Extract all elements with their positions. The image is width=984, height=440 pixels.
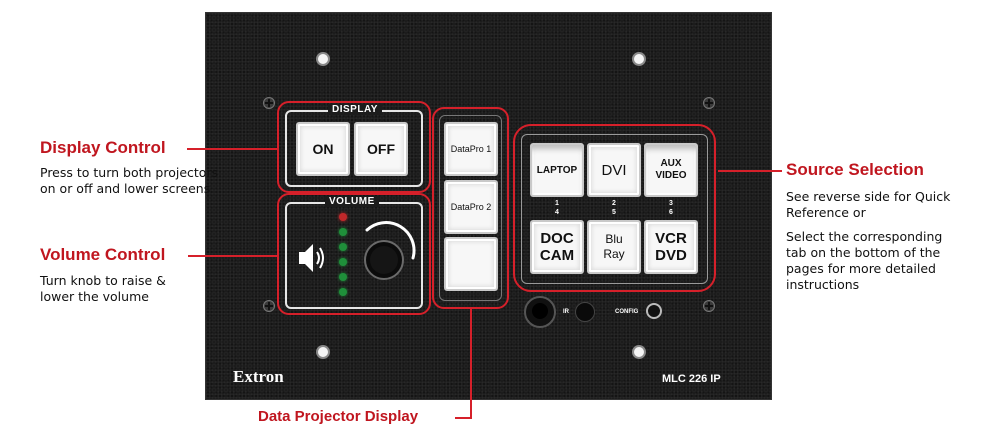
ir-sensor-icon xyxy=(532,303,548,319)
source-selection-highlight xyxy=(513,124,716,292)
source-number-4: 4 xyxy=(555,209,559,216)
mounting-hole xyxy=(632,345,646,359)
source-number-2: 2 xyxy=(612,200,616,207)
display-control-leader-line xyxy=(187,148,277,150)
source-selection-text-2: Select the corresponding tab on the bott… xyxy=(786,229,943,292)
source-dvi-button[interactable]: DVI xyxy=(587,143,641,197)
volume-led-green xyxy=(339,273,347,281)
model-label: MLC 226 IP xyxy=(662,373,721,385)
volume-led-meter xyxy=(339,213,349,303)
data-projector-display-title: Data Projector Display xyxy=(258,408,419,425)
volume-led-green xyxy=(339,288,347,296)
control-panel-faceplate: DISPLAY ON OFF VOLUME DataPro 1 DataPro … xyxy=(205,12,772,400)
mounting-hole xyxy=(316,345,330,359)
screw-icon xyxy=(703,97,715,109)
volume-control-title: Volume Control xyxy=(40,245,166,264)
ir-window xyxy=(575,302,595,322)
volume-led-green xyxy=(339,243,347,251)
display-off-button[interactable]: OFF xyxy=(354,122,408,176)
source-laptop-button[interactable]: LAPTOP xyxy=(530,143,584,197)
source-doc-cam-button[interactable]: DOC CAM xyxy=(530,220,584,274)
config-label: CONFIG xyxy=(615,309,639,315)
volume-led-red xyxy=(339,213,347,221)
screw-icon xyxy=(263,97,275,109)
speaker-icon xyxy=(299,244,324,272)
display-group-title: DISPLAY xyxy=(328,104,382,115)
source-number-1: 1 xyxy=(555,200,559,207)
volume-led-green xyxy=(339,228,347,236)
datapro-frame xyxy=(439,115,502,301)
source-selection-leader-line xyxy=(718,170,782,172)
volume-group-title: VOLUME xyxy=(325,196,379,207)
data-projector-display-highlight xyxy=(432,107,509,309)
screw-icon xyxy=(703,300,715,312)
screw-icon xyxy=(263,300,275,312)
source-selection-title: Source Selection xyxy=(786,160,924,179)
volume-knob[interactable] xyxy=(357,220,419,286)
source-vcr-dvd-button[interactable]: VCR DVD xyxy=(644,220,698,274)
datapro-2-button[interactable]: DataPro 2 xyxy=(444,180,498,234)
data-projector-leader-line xyxy=(470,309,472,419)
source-blu-ray-button[interactable]: Blu Ray xyxy=(587,220,641,274)
mounting-hole xyxy=(632,52,646,66)
volume-control-leader-line xyxy=(188,255,278,257)
source-selection-text-1: See reverse side for Quick Reference or xyxy=(786,189,951,220)
volume-control-text: Turn knob to raise & lower the volume xyxy=(40,273,166,304)
volume-led-green xyxy=(339,258,347,266)
ir-label: IR xyxy=(563,309,569,315)
brand-logo: Extron xyxy=(233,367,284,386)
mounting-hole xyxy=(316,52,330,66)
source-group-frame xyxy=(521,134,708,284)
source-aux-video-button[interactable]: AUX VIDEO xyxy=(644,143,698,197)
source-number-3: 3 xyxy=(669,200,673,207)
volume-control-highlight xyxy=(277,193,431,315)
display-control-title: Display Control xyxy=(40,138,166,157)
config-button[interactable] xyxy=(646,303,662,319)
datapro-3-button[interactable] xyxy=(444,237,498,291)
display-on-button[interactable]: ON xyxy=(296,122,350,176)
data-projector-leader-tick xyxy=(455,417,472,419)
datapro-1-button[interactable]: DataPro 1 xyxy=(444,122,498,176)
source-number-5: 5 xyxy=(612,209,616,216)
source-number-6: 6 xyxy=(669,209,673,216)
display-control-text: Press to turn both projectors on or off … xyxy=(40,165,219,196)
display-control-highlight xyxy=(277,101,431,193)
